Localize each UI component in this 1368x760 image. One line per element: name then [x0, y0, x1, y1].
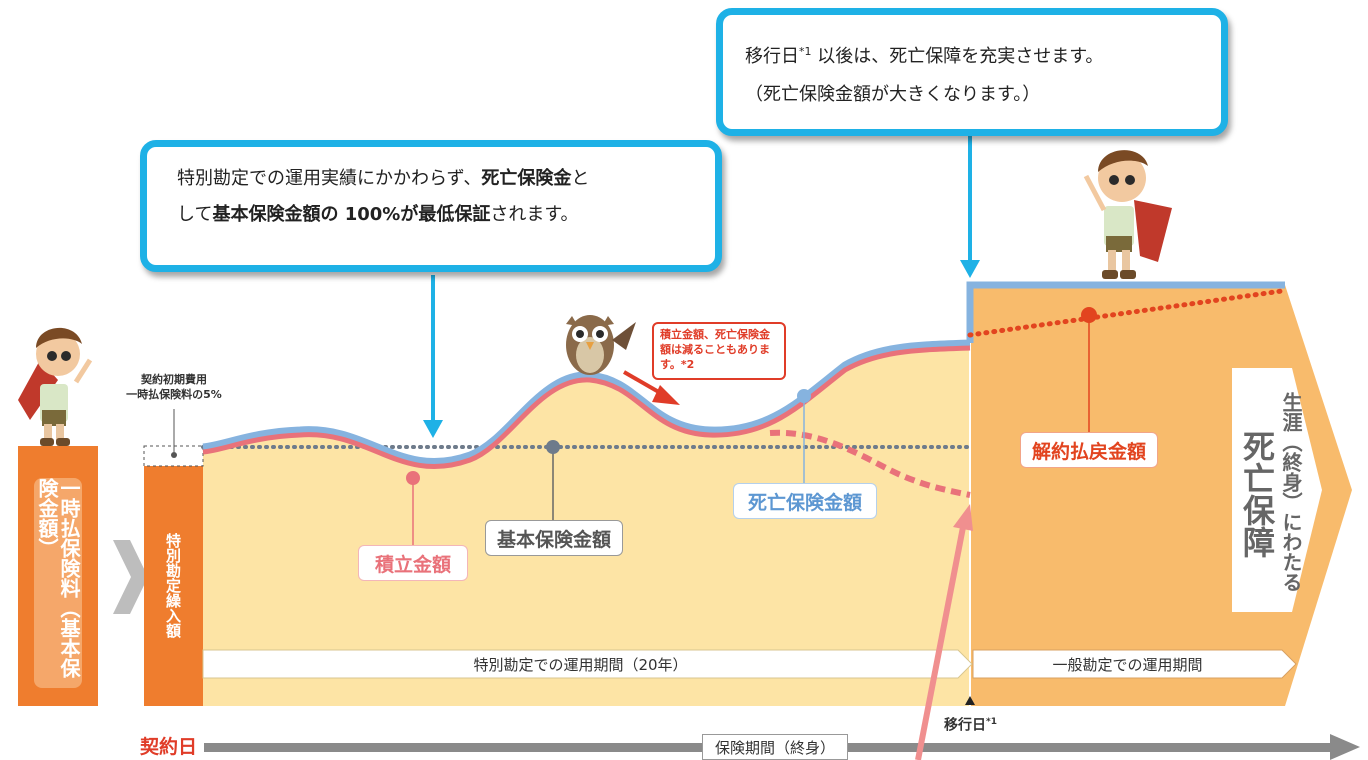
- red-down-arrow-icon: [652, 385, 680, 405]
- timeline-arrowhead-icon: [1330, 734, 1360, 760]
- special-account-column-bg: [144, 466, 203, 706]
- premium-column-label: 一時払保険料（基本保険金額）: [35, 478, 81, 678]
- lifetime-text-b: 死亡保障: [1238, 430, 1276, 558]
- surrender-dotted-line: [967, 288, 1285, 338]
- transfer-marker-icon: [965, 696, 975, 705]
- transfer-date-label: 移行日*1: [944, 717, 997, 734]
- premium-column-label-box: [34, 478, 82, 688]
- accumulated-curve: [202, 345, 971, 470]
- owl-illustration: [566, 315, 636, 375]
- callout-right-arrowhead-icon: [960, 260, 980, 278]
- contract-date-label: 契約日: [140, 736, 198, 758]
- special-period-arrow: [202, 649, 973, 679]
- declining-curve: [769, 429, 971, 498]
- callout-minimum-guarantee: 特別勘定での運用実績にかかわらず、死亡保険金と して基本保険金額の 100%が最…: [140, 140, 722, 272]
- death-benefit-label: 死亡保険金額: [733, 483, 877, 519]
- surrender-value-label: 解約払戻金額: [1020, 432, 1158, 468]
- owl-note: 積立金額、死亡保険金額は減ることもあります。*2: [652, 322, 786, 380]
- coverage-period-label: 保険期間（終身）: [702, 734, 848, 760]
- general-period-arrow: [972, 649, 1297, 679]
- chevron-arrow-icon: [113, 540, 148, 614]
- special-period-label: 特別勘定での運用期間（20年）: [473, 655, 688, 674]
- callout-left-arrowhead-icon: [423, 420, 443, 438]
- callout-right-line2: （死亡保険金額が大きくなります。）: [745, 84, 1041, 105]
- general-period-label: 一般勘定での運用期間: [1052, 655, 1203, 674]
- pink-arrowhead-icon: [953, 504, 973, 531]
- callout-right-line1: 移行日*1 以後は、死亡保障を充実させます。: [745, 45, 1104, 67]
- lifetime-text-a: 生涯（終身）にわたる: [1279, 392, 1303, 592]
- initial-cost-box: [143, 445, 204, 467]
- basic-amount-label: 基本保険金額: [485, 520, 623, 556]
- death-benefit-step: [966, 281, 1285, 343]
- boy-left-illustration: [18, 327, 93, 446]
- lifetime-arrow: [1232, 368, 1322, 612]
- special-account-label: 特別勘定繰入額: [164, 532, 182, 638]
- accumulated-label: 積立金額: [358, 545, 468, 581]
- callout-left-line1: 特別勘定での運用実績にかかわらず、死亡保険金と: [177, 168, 590, 189]
- callout-left-line2: して基本保険金額の 100%が最低保証されます。: [177, 204, 579, 225]
- initial-cost-note: 契約初期費用 一時払保険料の5%: [126, 373, 222, 401]
- callout-transfer-enhancement: 移行日*1 以後は、死亡保障を充実させます。 （死亡保険金額が大きくなります。）: [716, 8, 1228, 136]
- boy-right-illustration: [1083, 150, 1172, 279]
